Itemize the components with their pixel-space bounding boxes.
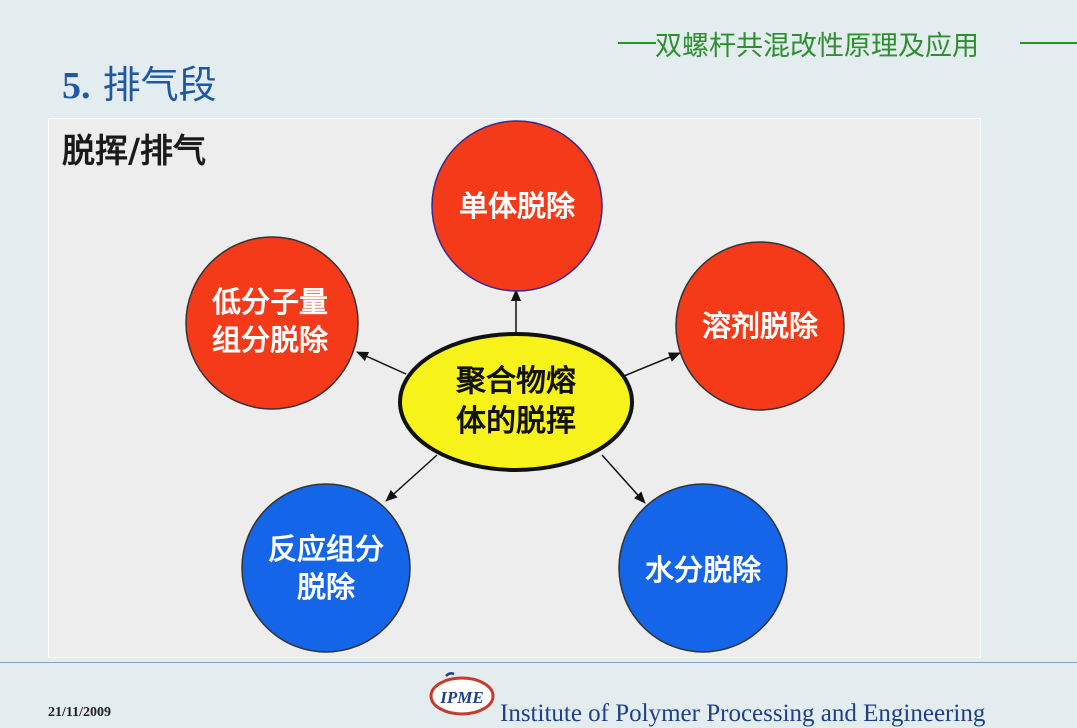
node-reactive-label: 反应组分 脱除 — [268, 530, 384, 606]
arrow-to-solvent — [623, 352, 681, 377]
node-low-mw-line-2: 组分脱除 — [211, 323, 329, 357]
node-solvent-circle — [675, 241, 845, 411]
node-monomer-circle — [431, 120, 603, 292]
node-monomer-line-1: 单体脱除 — [458, 189, 576, 223]
header-rule-right — [1020, 42, 1077, 44]
node-solvent-label: 溶剂脱除 — [702, 307, 818, 345]
node-water-circle — [618, 483, 788, 653]
node-water-label: 水分脱除 — [645, 551, 761, 589]
node-reactive-circle — [241, 483, 411, 653]
footer-date: 21/11/2009 — [48, 705, 112, 720]
ipme-logo-icon: IPME — [429, 672, 495, 716]
arrow-to-reactive — [385, 454, 438, 502]
footer-institute: Institute of Polymer Processing and Engi… — [500, 700, 986, 727]
panel-title: 脱挥/排气 — [62, 131, 207, 170]
node-reactive-line-1: 反应组分 — [267, 532, 385, 566]
node-low-mw-line-1: 低分子量 — [211, 285, 329, 319]
center-node-ellipse — [398, 332, 634, 472]
node-water-line-1: 水分脱除 — [644, 553, 762, 587]
arrow-to-water — [601, 454, 646, 504]
node-low-mw-circle — [185, 236, 359, 410]
section-title: 5. 排气段 — [62, 54, 217, 109]
section-number: 5. — [62, 65, 91, 107]
center-label-line-2: 体的脱挥 — [456, 404, 576, 439]
arrow-to-low-mw — [356, 351, 407, 375]
header-rule-left — [618, 42, 656, 44]
node-reactive-line-2: 脱除 — [296, 570, 356, 604]
center-label-line-1: 聚合物熔 — [456, 364, 576, 399]
node-monomer-label: 单体脱除 — [459, 187, 575, 225]
section-name: 排气段 — [102, 63, 217, 107]
node-solvent-line-1: 溶剂脱除 — [701, 309, 819, 343]
logo-text: IPME — [439, 688, 483, 707]
course-title: 双螺杆共混改性原理及应用 — [655, 31, 979, 62]
center-node-label: 聚合物熔 体的脱挥 — [456, 362, 576, 442]
node-low-mw-label: 低分子量 组分脱除 — [212, 283, 328, 359]
footer-rule — [0, 662, 1077, 663]
